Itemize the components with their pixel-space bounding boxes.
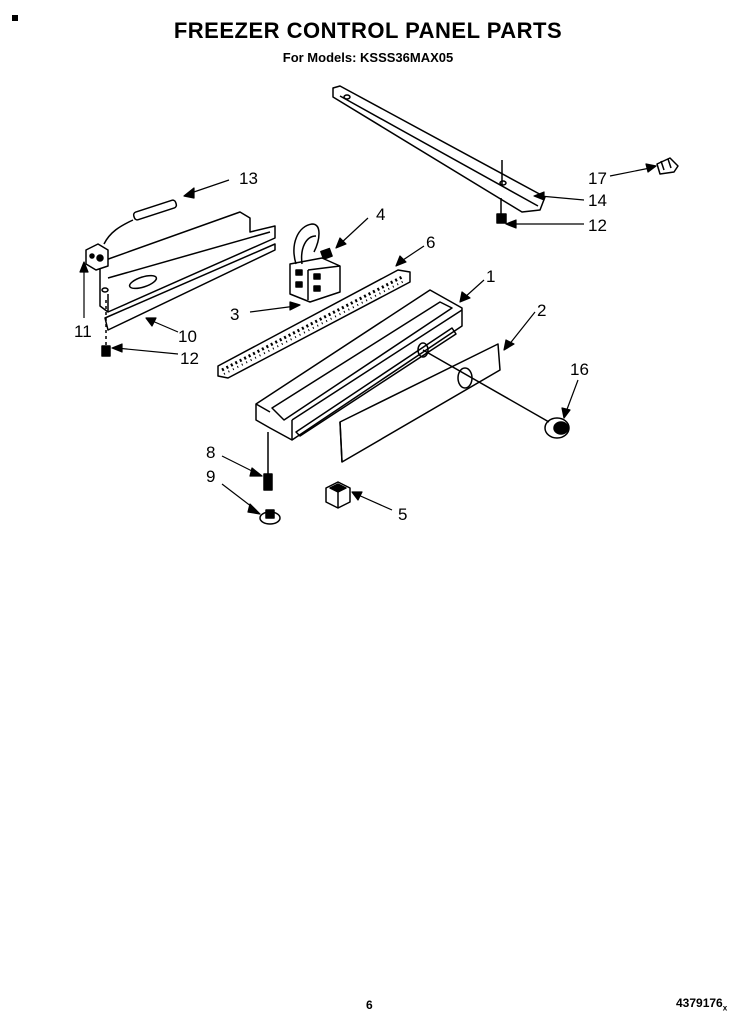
- callout-2: 2: [537, 301, 546, 320]
- part-13-sensor: [103, 199, 178, 245]
- part-1-housing: [255, 289, 463, 441]
- corner-mark: [12, 15, 18, 21]
- part-3-switch: [289, 223, 341, 303]
- callout-17: 17: [588, 169, 607, 188]
- callout-5: 5: [398, 505, 407, 524]
- document-number: 4379176x: [676, 996, 727, 1012]
- callout-1: 1: [486, 267, 495, 286]
- part-9-washer: [259, 509, 281, 525]
- callout-13: 13: [239, 169, 258, 188]
- part-12-screw-left: [101, 300, 111, 357]
- part-11-clamp: [85, 243, 109, 271]
- part-10-channel: [99, 211, 276, 331]
- part-14-upper-bracket: [332, 85, 546, 213]
- callout-16: 16: [570, 360, 589, 379]
- part-8-screw: [263, 432, 273, 491]
- callout-11: 11: [74, 322, 92, 341]
- callout-6: 6: [426, 233, 435, 252]
- callout-10: 10: [178, 327, 197, 346]
- document-number-main: 4379176: [676, 996, 723, 1010]
- page-title: FREEZER CONTROL PANEL PARTS: [173, 18, 563, 43]
- part-17-clip: [656, 157, 679, 175]
- part-4-screw: [320, 247, 333, 260]
- part-12-screw-upper: [496, 198, 507, 224]
- page-number: 6: [366, 998, 373, 1012]
- model-subtitle: For Models: KSSS36MAX05: [282, 50, 454, 65]
- callout-14: 14: [588, 191, 607, 210]
- callout-3: 3: [230, 305, 239, 324]
- callout-12-right: 12: [588, 216, 607, 235]
- callout-4: 4: [376, 205, 385, 224]
- part-16-knob: [422, 349, 570, 439]
- part-5-clip: [325, 481, 351, 509]
- callout-8: 8: [206, 443, 215, 462]
- document-number-suffix: x: [722, 1003, 728, 1013]
- callout-9: 9: [206, 467, 215, 486]
- callout-12-left: 12: [180, 349, 199, 368]
- part-6-strip: [217, 269, 411, 379]
